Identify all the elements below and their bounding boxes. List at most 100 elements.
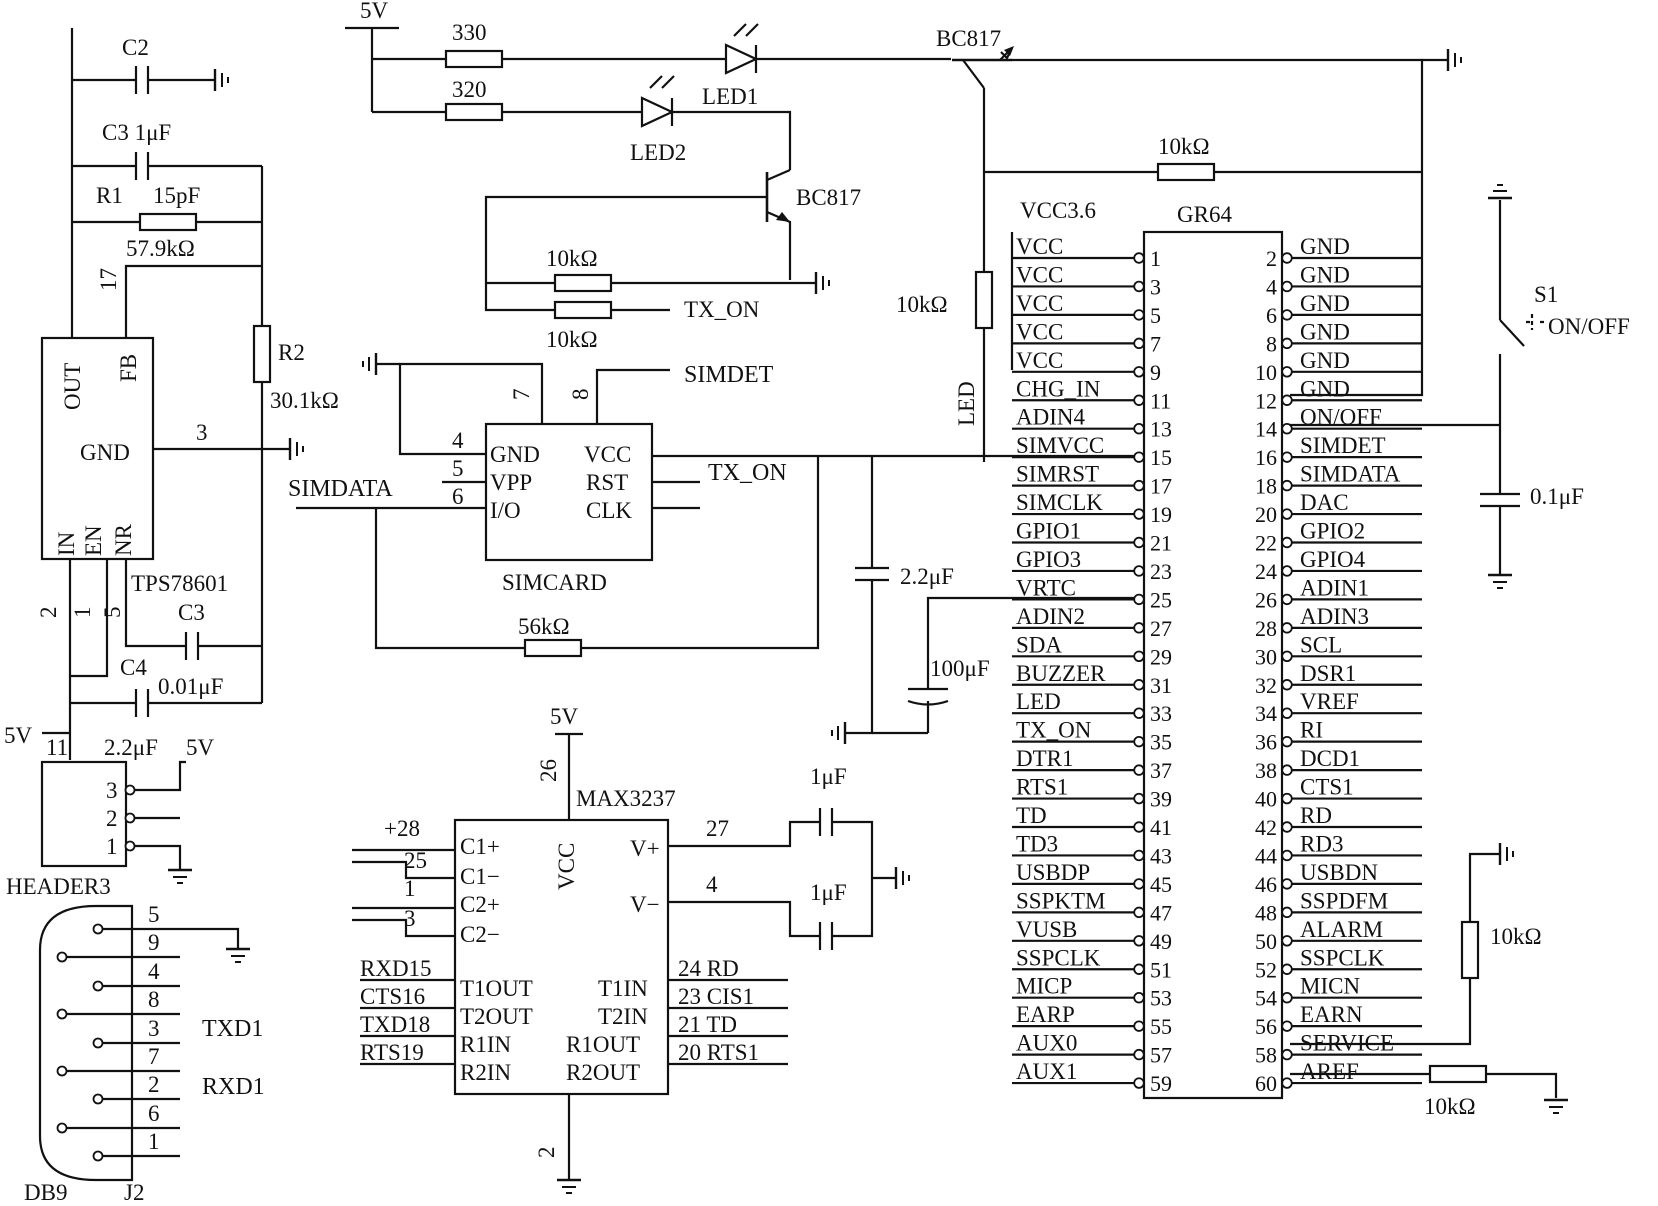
led-drv-q1: BC817 (936, 26, 1001, 51)
max-t2in: T2IN (598, 1004, 648, 1029)
gr64-right-pin-number: 60 (1255, 1071, 1277, 1096)
gr64-left-pin-number: 35 (1150, 730, 1172, 755)
ldo-pin-en: EN (81, 525, 106, 556)
gr64-right-pin-number: 28 (1255, 616, 1277, 641)
ldo-chip-name: TPS78601 (131, 571, 228, 596)
gr64-right-pin-dot (1281, 394, 1293, 406)
ldo-pin-out: OUT (60, 363, 85, 410)
sim-right-clk: CLK (586, 498, 632, 523)
max-pin-4: 4 (706, 872, 718, 897)
max-pin-26: 26 (536, 759, 561, 782)
gr64-left-pin-number: 17 (1150, 474, 1172, 499)
gr64-right-pin-label: VREF (1300, 689, 1359, 714)
sim-pin-6: 6 (452, 484, 464, 509)
ldo-pin-11: 11 (46, 735, 68, 760)
sim-name: SIMCARD (502, 570, 607, 595)
gr64-right-pin-label: GND (1300, 291, 1350, 316)
gr64-right-pin-number: 2 (1266, 246, 1277, 271)
max-left-pin-25: 25 (404, 848, 427, 873)
gr64-left-pin-label: SIMRST (1016, 462, 1099, 487)
gr64-left-pin-dot (1133, 906, 1145, 919)
led-drv-q2: BC817 (796, 185, 861, 210)
gr64-right-pin-dot (1281, 906, 1293, 919)
gr64-right-pin-label: SSPDFM (1300, 888, 1388, 913)
db9-pin-8: 8 (148, 987, 160, 1012)
gr64-right-pin-dot (1281, 679, 1293, 691)
gr64-right-pin-number: 30 (1255, 644, 1277, 669)
sim-pin-8: 8 (568, 389, 593, 401)
db9-pin-6: 6 (148, 1101, 160, 1126)
gr64-left-pin-dot (1133, 593, 1145, 606)
max-r1in: R1IN (460, 1032, 512, 1057)
led-drv-r-led: 10kΩ (896, 292, 948, 317)
gr64-right-pin-number: 6 (1266, 303, 1277, 328)
max-c1n: C1− (460, 864, 500, 889)
sim-pin-5: 5 (452, 456, 464, 481)
gr64-right-pin-dot (1281, 1020, 1293, 1032)
sim-simdet: SIMDET (684, 362, 774, 388)
max-pin-27: 27 (706, 816, 729, 841)
gr64-left-pin-label: ADIN2 (1016, 604, 1085, 629)
max-t2out: T2OUT (460, 1004, 533, 1029)
gr64-right-pin-number: 24 (1255, 559, 1277, 584)
gr64-left-pin-label: ADIN4 (1016, 405, 1085, 430)
max-r2out: R2OUT (566, 1060, 640, 1085)
gr64-right-pin-number: 38 (1255, 758, 1277, 783)
db9-name: DB9 (24, 1180, 67, 1205)
max-name: MAX3237 (576, 786, 676, 811)
max-c2p: C2+ (460, 892, 500, 917)
gr64-left-pin-dot (1133, 821, 1145, 833)
max-left-pin-28: +28 (384, 816, 420, 841)
db9-txd-label: TXD1 (202, 1016, 263, 1042)
gr64-left-pin-number: 15 (1150, 445, 1172, 470)
led-drv-r320: 320 (452, 77, 487, 102)
gr64-right-pin-dot (1281, 735, 1293, 748)
max-c1p: C1+ (460, 834, 500, 859)
gr64-left-pin-dot (1133, 935, 1145, 947)
sim-c100: 100μF (930, 656, 990, 681)
gr64-right-pin-number: 16 (1255, 445, 1277, 470)
gr64-right-pin-dot (1281, 963, 1293, 975)
switch-name: S1 (1534, 282, 1558, 307)
db9-pin-1: 1 (148, 1129, 160, 1154)
max-cap1: 1μF (810, 764, 847, 789)
header3-connector: 3 2 1 HEADER3 (6, 760, 194, 899)
db9-pin-4: 4 (148, 959, 160, 984)
led-drv-led1: LED1 (702, 84, 758, 109)
gr64-left-pin-label: GPIO1 (1016, 519, 1081, 544)
gr64-left-pin-label: USBDP (1016, 860, 1090, 885)
aref-resistor: 10kΩ (1424, 1094, 1476, 1119)
gr64-left-pin-label: SDA (1016, 632, 1062, 657)
header-pin-1: 1 (106, 834, 118, 859)
gr64-left-pin-label: SSPCLK (1016, 945, 1101, 970)
gr64-right-pin-number: 54 (1255, 986, 1277, 1011)
gr64-left-pin-number: 59 (1150, 1071, 1172, 1096)
ldo-pin-2: 2 (36, 607, 61, 619)
gr64-left-pin-number: 43 (1150, 843, 1172, 868)
header-body (40, 760, 128, 868)
sim-pin-4: 4 (452, 428, 464, 453)
gr64-right-pin-label: ADIN1 (1300, 575, 1369, 600)
ldo-pin-17: 17 (96, 268, 121, 291)
gr64-left-pin-label: TD3 (1016, 831, 1058, 856)
gr64-right-pin-label: MICN (1300, 974, 1360, 999)
max-vcc-label: VCC (554, 843, 579, 890)
gr64-left-pin-dot (1133, 252, 1145, 264)
gr64-right-pin-label: GND (1300, 234, 1350, 259)
gr64-left-pin-dot (1133, 366, 1145, 378)
gr64-right-pin-label: GND (1300, 376, 1350, 401)
label-c3-bottom-value: 0.01μF (158, 674, 223, 699)
led-driver-section: 5V 330 320 LED1 LED2 BC817 BC817 10kΩ 10… (345, 0, 1463, 462)
gr64-left-pin-dot (1133, 337, 1145, 350)
gr64-right-pin-label: DAC (1300, 490, 1349, 515)
db9-pin-2: 2 (148, 1072, 160, 1097)
gr64-left-pin-number: 49 (1150, 929, 1172, 954)
gr64-left-pin-dot (1133, 878, 1145, 890)
gr64-left-pin-dot (1133, 622, 1145, 634)
db9-pin-3: 3 (148, 1016, 160, 1041)
max-cap2: 1μF (810, 880, 847, 905)
gr64-right-pin-dot (1281, 849, 1293, 862)
gr64-right-pin-number: 18 (1255, 474, 1277, 499)
max-left-pin-3: 3 (404, 906, 416, 931)
